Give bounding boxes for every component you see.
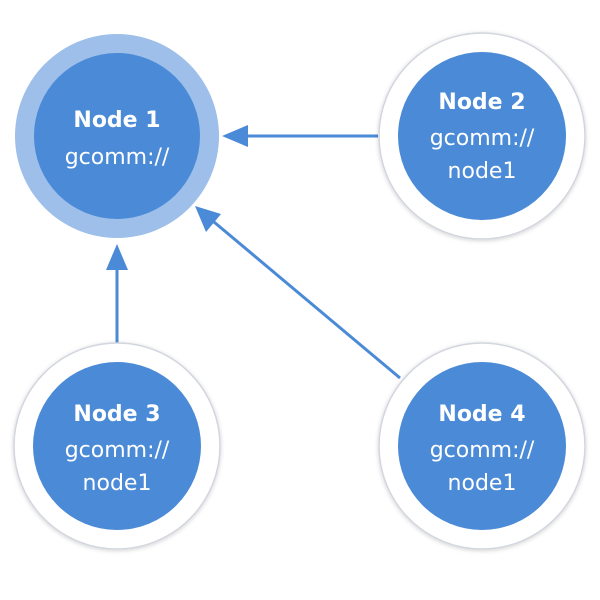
node-1-title: Node 1 (73, 108, 160, 133)
node-2-address: gcomm:// (430, 126, 535, 151)
node-3: Node 3 gcomm:// node1 (13, 342, 221, 550)
arrowhead-node3-to-node1 (106, 244, 128, 270)
node-1-circle (34, 53, 200, 219)
node-4-title: Node 4 (438, 402, 525, 427)
node-2-title: Node 2 (438, 90, 525, 115)
arrowhead-node4-to-node1 (195, 206, 221, 232)
node-3-title: Node 3 (73, 402, 160, 427)
node-2-target: node1 (448, 159, 517, 184)
node-3-target: node1 (83, 471, 152, 496)
node-4-address: gcomm:// (430, 438, 535, 463)
node-2: Node 2 gcomm:// node1 (378, 32, 586, 240)
edges (106, 125, 401, 380)
arrowhead-node2-to-node1 (222, 125, 248, 147)
node-2-circle (398, 52, 566, 220)
node-3-circle (33, 362, 201, 530)
node-1: Node 1 gcomm:// (15, 34, 219, 238)
edge-node4-to-node1 (213, 220, 401, 380)
node-1-address: gcomm:// (65, 145, 170, 170)
node-4-target: node1 (448, 471, 517, 496)
node-4-circle (398, 362, 566, 530)
node-3-address: gcomm:// (65, 438, 170, 463)
node-4: Node 4 gcomm:// node1 (378, 342, 586, 550)
